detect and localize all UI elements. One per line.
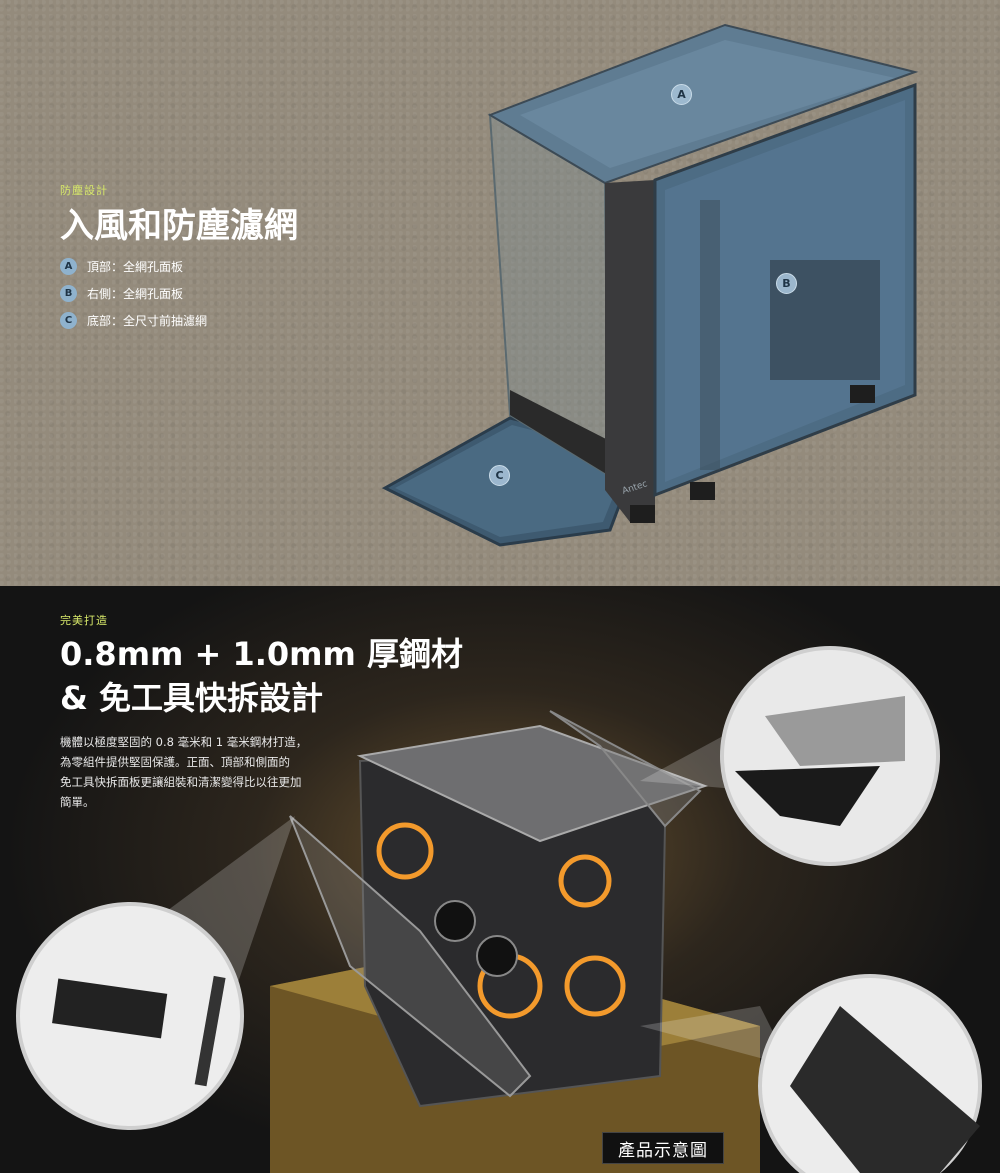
feature-item-b: B 右側：全網孔面板 [60, 283, 183, 303]
fan-glow-4 [564, 955, 626, 1017]
description-paragraph: 機體以極度堅固的 0.8 毫米和 1 毫米鋼材打造， 為零組件提供堅固保護。正面… [60, 732, 360, 812]
paragraph-line-2: 為零組件提供堅固保護。正面、頂部和側面的 [60, 755, 290, 769]
badge-c: C [60, 311, 77, 329]
top-panel-lifted [356, 724, 709, 843]
callout-b: B [776, 273, 797, 294]
paragraph-line-4: 簡單。 [60, 795, 95, 809]
feature-item-c: C 底部：全尺寸前抽濾網 [60, 310, 207, 330]
zoom-left-bracket [52, 978, 168, 1039]
page-title-dust: 入風和防塵濾網 [60, 206, 298, 246]
fan-glow-2 [558, 854, 612, 908]
callout-a: A [671, 84, 692, 105]
foot-front [630, 505, 655, 523]
badge-b: B [60, 284, 77, 302]
feature-item-a: A 頂部：全網孔面板 [60, 256, 183, 276]
eyebrow-steel: 完美打造 [60, 614, 108, 627]
beam-bottom-right [640, 1006, 790, 1066]
zoom-bottom-frame [790, 1006, 980, 1173]
badge-a: A [60, 257, 77, 275]
steel-design-section: 完美打造 0.8mm + 1.0mm 厚鋼材 & 免工具快拆設計 [0, 586, 1000, 1173]
feature-label-c: 底部：全尺寸前抽濾網 [87, 313, 208, 328]
zoom-top-edge [735, 766, 880, 826]
zoom-top-panel [765, 696, 905, 766]
product-illustration-caption: 產品示意圖 [602, 1132, 724, 1164]
feature-label-a: 頂部：全網孔面板 [87, 259, 184, 274]
dust-filter-section: 防塵設計 入風和防塵濾網 A 頂部：全網孔面板 B 右側：全網孔面板 C 底部：… [0, 0, 1000, 586]
front-glass-open [289, 815, 532, 1098]
case-base-left [510, 390, 608, 475]
paragraph-line-3: 免工具快拆面板更讓組裝和清潔變得比以往更加 [60, 775, 302, 789]
foot-back [850, 385, 875, 403]
interior-bracket [700, 200, 720, 470]
callout-c: C [489, 465, 510, 486]
gpu-fan-1 [434, 900, 476, 942]
top-mesh-inner [520, 40, 895, 168]
feature-label-b: 右側：全網孔面板 [87, 286, 184, 301]
fan-glow-1 [376, 822, 434, 880]
pc-case-illustration-bottom [16, 646, 982, 1173]
title-line-1: 0.8mm + 1.0mm 厚鋼材 [60, 635, 463, 673]
paragraph-line-1: 機體以極度堅固的 0.8 毫米和 1 毫米鋼材打造， [60, 735, 308, 749]
foot-mid [690, 482, 715, 500]
page-title-steel: 0.8mm + 1.0mm 厚鋼材 & 免工具快拆設計 [60, 632, 463, 720]
title-line-2: & 免工具快拆設計 [60, 679, 324, 717]
eyebrow-dust: 防塵設計 [60, 184, 108, 197]
gpu-fan-2 [476, 935, 518, 977]
zoom-left-pin [194, 975, 226, 1087]
side-glass-open [549, 710, 702, 828]
front-pillar [605, 180, 655, 522]
